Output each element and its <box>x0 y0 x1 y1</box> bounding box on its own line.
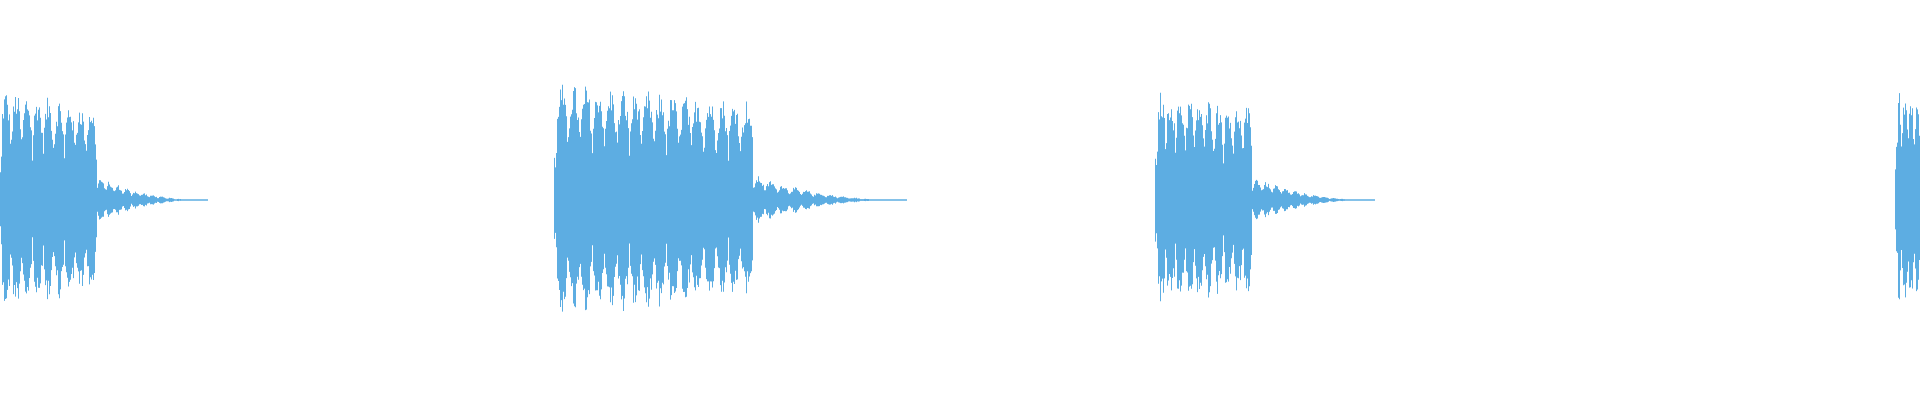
waveform-clip-3 <box>1155 92 1375 302</box>
waveform-clip-2 <box>554 84 907 312</box>
waveform-samples <box>1895 93 1920 300</box>
waveform-samples <box>1155 92 1375 302</box>
waveform-clips <box>0 84 1920 312</box>
waveform-samples <box>554 84 907 312</box>
waveform-samples <box>0 95 208 301</box>
waveform-clip-4 <box>1895 93 1920 300</box>
waveform-clip-1 <box>0 95 208 301</box>
